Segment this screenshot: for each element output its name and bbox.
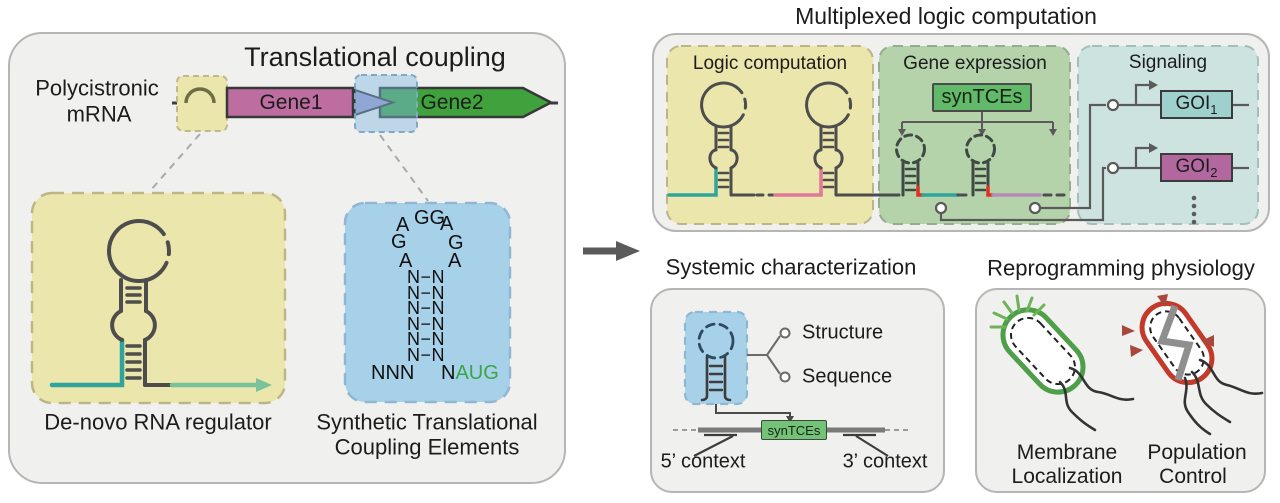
left-panel-title: Translational coupling [244,41,506,72]
goi2-box: GOI2 [1160,153,1233,182]
loop-letter: GG [414,207,446,229]
syntces-distribution-arrows [898,112,1057,136]
stce-zoom-box [343,201,512,404]
loop-letter: A [396,214,410,236]
gene2-arrow [378,86,554,119]
fork-node-icon [779,371,791,383]
stce-site-box [354,74,418,133]
characterized-hairpin [697,322,735,402]
regulator-hairpin-arc [184,87,216,104]
signal-node-icon [1028,201,1042,215]
syntces-insert-box: synTCEs [761,420,827,440]
syntce-hairpin-2 [965,133,1070,197]
context5-pointer [693,433,737,457]
lysis-bacterium [1122,294,1264,436]
flagella-icon [1058,366,1135,432]
sequence-label: Sequence [802,365,893,388]
regulator-site-box [176,75,228,132]
goi2-label: GOI2 [1175,155,1218,180]
regulator-caption: De-novo RNA regulator [44,409,272,435]
attack-triangles-icon [1122,294,1214,357]
multiplexed-title: Multiplexed logic computation [795,2,1097,29]
mrna-label-line2: mRNA [66,101,132,127]
context3-pointer [843,433,889,457]
goi1-box: GOI1 [1160,90,1233,119]
sequence-bottom-right: NAUG [441,362,499,384]
regulator-zoom-box [30,191,287,405]
strand-arrowhead-icon [256,378,272,392]
syntces-label: synTCEs [941,86,1023,108]
coupling-element-arrow [354,88,397,117]
lysis-break-icon [1157,304,1194,382]
rna-regulator-hairpin [49,218,272,392]
logic-hairpin-1 [667,81,777,197]
flagella-icon [1183,358,1264,436]
mrna-label-line1: Polycistronic [35,75,159,101]
structure-label: Structure [802,321,884,344]
loop-letter: A [440,213,454,235]
syntce-hairpin-1 [895,133,968,197]
promoter-icon [1134,83,1150,105]
sequence-bottom-left: NNN [371,362,415,384]
physiology-title: Reprogramming physiology [987,255,1255,281]
context5-label: 5’ context [660,450,746,473]
population-label-line1: Population [1147,440,1247,464]
characterization-title: Systemic characterization [665,254,917,280]
stce-caption-line1: Synthetic Translational [316,409,538,435]
ellipsis-dots [1191,195,1197,225]
signal-node-icon [1106,161,1120,175]
insertion-bracket-arrow [715,404,794,423]
membrane-bacterium [989,294,1135,432]
gene-expression-title: Gene expression [903,53,1047,75]
promoter-icon [1134,146,1150,168]
syntces-insert-label: synTCEs [767,422,821,438]
loop-letter: G [391,231,407,253]
start-codon-text: AUG [455,362,499,384]
structure-sequence-fork [747,327,791,383]
signal-node-icon [1106,98,1120,112]
loop-letter: A [448,250,462,272]
flow-arrow-icon [583,241,640,261]
stem-pairs: N−N N−N N−N N−N N−N N−N [406,267,445,365]
glow-lines-icon [989,294,1046,329]
context-mrna-line [673,427,908,457]
goi1-label: GOI1 [1175,92,1218,117]
zoom-connector-lines [149,133,429,202]
polycistronic-mrna-diagram [172,74,558,133]
logic-hairpin-2 [773,81,901,197]
gene2-label: Gene2 [420,90,484,114]
gene1-arrow [225,86,355,119]
fork-node-icon [779,327,791,339]
stce-caption-line2: Coupling Elements [334,434,520,460]
syntces-box: synTCEs [932,83,1032,112]
context3-label: 3’ context [842,450,928,473]
population-label-line2: Control [1159,464,1227,488]
loop-letter: G [448,232,464,254]
membrane-label-line2: Localization [1011,464,1123,488]
signaling-circuits [1106,80,1249,225]
logic-computation-title: Logic computation [692,53,848,75]
membrane-label-line1: Membrane [1016,440,1118,464]
signaling-title: Signaling [1128,52,1208,74]
gene1-label: Gene1 [259,90,323,114]
loop-letter: A [399,250,413,272]
signal-wires [934,103,1106,222]
signal-node-icon [934,201,948,215]
